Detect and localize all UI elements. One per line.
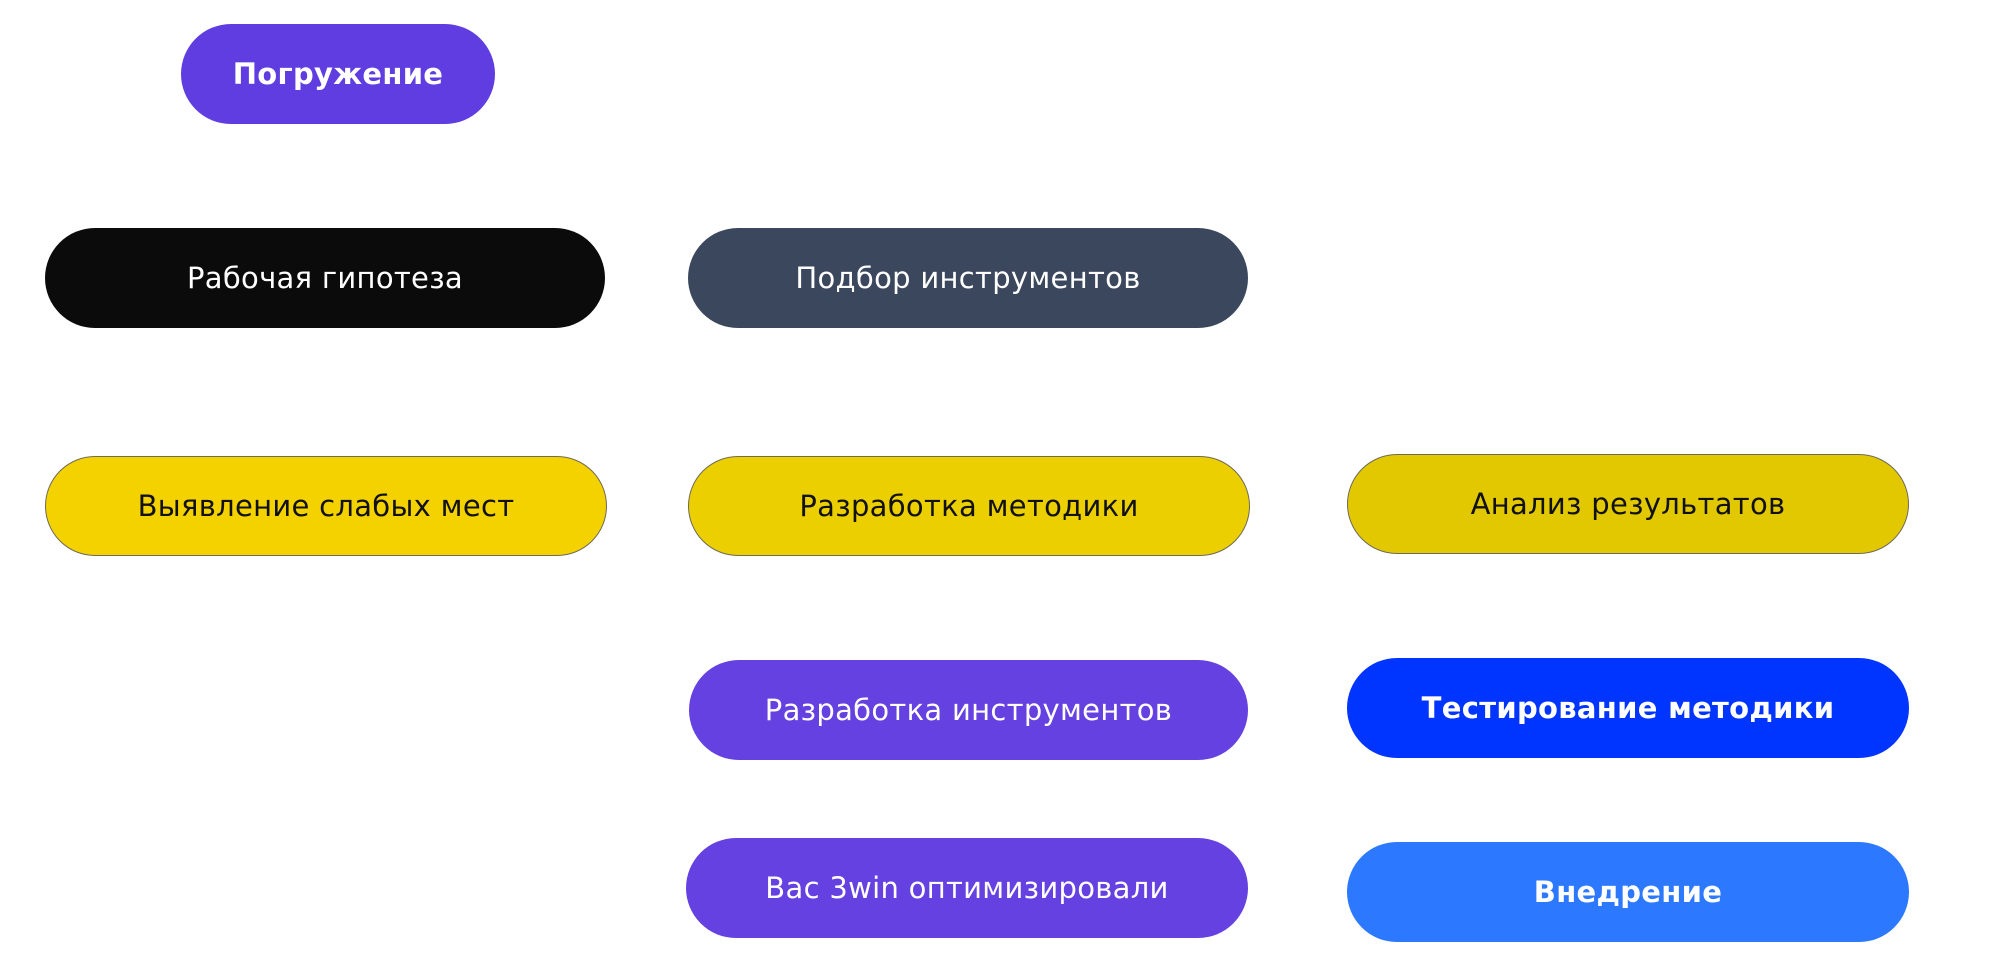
step-results-analysis: Анализ результатов bbox=[1347, 454, 1909, 554]
step-method-testing: Тестирование методики bbox=[1347, 658, 1909, 758]
step-optimized: Вас 3win оптимизировали bbox=[686, 838, 1248, 938]
step-tool-development: Разработка инструментов bbox=[689, 660, 1248, 760]
step-method-development: Разработка методики bbox=[688, 456, 1250, 556]
step-working-hypothesis: Рабочая гипотеза bbox=[45, 228, 605, 328]
step-immersion: Погружение bbox=[181, 24, 495, 124]
step-tool-selection: Подбор инструментов bbox=[688, 228, 1248, 328]
step-implementation: Внедрение bbox=[1347, 842, 1909, 942]
step-weak-points: Выявление слабых мест bbox=[45, 456, 607, 556]
